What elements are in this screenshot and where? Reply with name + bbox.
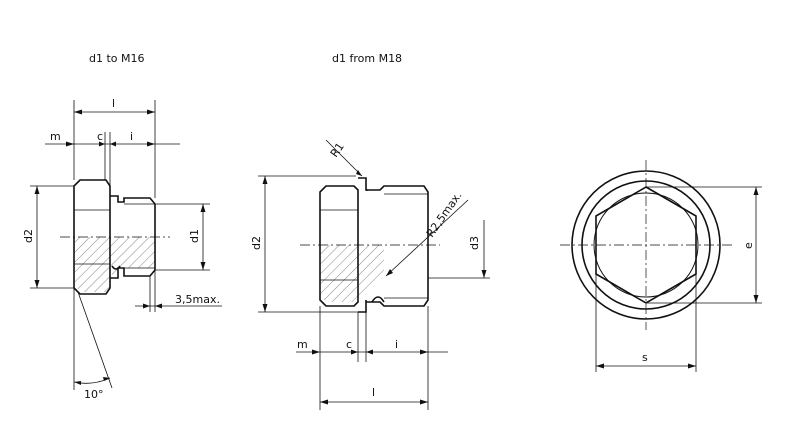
middle-dim-d3: d3 [468,236,481,250]
left-dim-d1: d1 [188,229,201,243]
middle-dim-i: i [395,338,398,351]
left-dim-c: c [97,130,103,143]
right-dim-s: s [642,351,648,364]
right-view: e s [560,160,762,372]
middle-dim-m: m [297,338,308,351]
middle-dim-d2: d2 [250,236,263,250]
middle-shank-outline [366,185,429,307]
middle-dim-l: l [372,386,375,399]
middle-section-hatch [320,245,384,302]
middle-head-outline [319,185,359,307]
left-dim-m: m [50,130,61,143]
left-dim-d2: d2 [22,229,35,243]
left-head-outline [73,179,111,295]
left-view-title: d1 to M16 [89,52,145,65]
left-view: l m c i d2 d1 3,5max. [22,97,222,401]
right-dim-e: e [742,242,755,249]
middle-view: R1 R2,5max. d2 d3 m c i l [250,139,490,410]
middle-view-title: d1 from M18 [332,52,402,65]
middle-dim-c: c [346,338,352,351]
middle-label-r1: R1 [328,140,347,159]
left-dim-l: l [112,97,115,110]
middle-label-r25: R2,5max. [424,189,465,240]
left-dim-i: i [130,130,133,143]
left-dim-3-5max: 3,5max. [175,293,220,306]
left-dim-angle: 10° [84,388,104,401]
left-section-hatch [74,237,155,292]
